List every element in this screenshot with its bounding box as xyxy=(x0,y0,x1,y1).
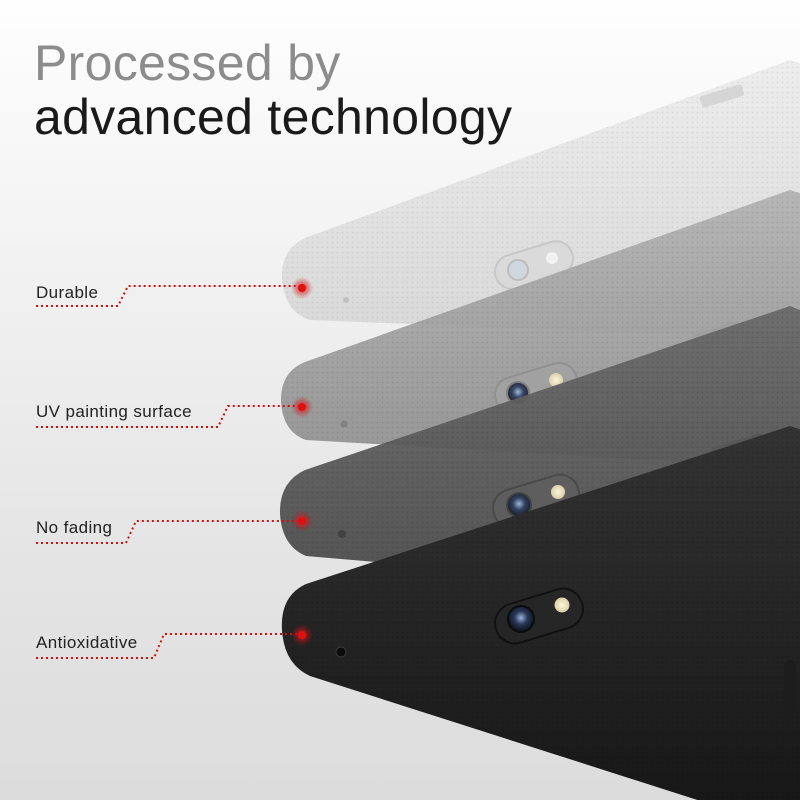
headline: Processed by advanced technology xyxy=(34,36,512,144)
callout-antioxidative xyxy=(36,624,313,659)
red-dot-marker-core xyxy=(298,403,306,411)
headline-line-2: advanced technology xyxy=(34,89,513,145)
callout-durable xyxy=(36,277,313,307)
red-dot-marker-core xyxy=(298,284,306,292)
feature-label-no-fading: No fading xyxy=(36,518,113,537)
callout-no-fading xyxy=(36,510,313,544)
camera-module-4 xyxy=(494,587,584,645)
callout-uv-painting xyxy=(36,396,313,428)
case-layer-black xyxy=(281,426,800,800)
headline-line-1: Processed by xyxy=(34,35,341,91)
feature-label-durable: Durable xyxy=(36,283,99,302)
feature-label-uv-painting-surface: UV painting surface xyxy=(36,402,192,421)
camera-module-1 xyxy=(494,240,574,290)
red-dot-marker-core xyxy=(298,517,306,525)
feature-label-antioxidative: Antioxidative xyxy=(36,633,138,652)
red-dot-marker-core xyxy=(298,631,306,639)
